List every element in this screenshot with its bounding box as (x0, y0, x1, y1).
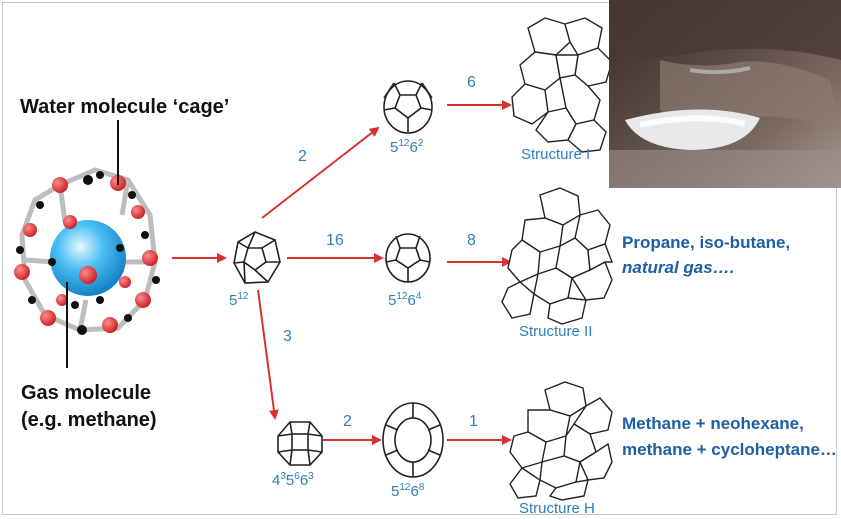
gas-label-line2: (e.g. methane) (21, 409, 157, 432)
structure-2-note-line1: Propane, iso-butane, (622, 233, 790, 253)
structure-h-label: Structure H (519, 500, 595, 517)
arrows (172, 105, 510, 440)
cavity-51264-label: 51264 (388, 291, 421, 309)
structure-h-note-line2: methane + cycloheptane… (622, 440, 837, 460)
cavity-512 (234, 232, 280, 283)
structure-2-framework (502, 188, 612, 324)
cavity-512-label: 512 (229, 291, 248, 309)
structure-h-framework (510, 382, 612, 500)
count-structure-h: 1 (469, 413, 478, 431)
cavity-51262-label: 51262 (390, 138, 423, 156)
structure-2-label: Structure II (519, 323, 592, 340)
hydrate-photo (609, 0, 841, 188)
cavity-51268 (383, 403, 443, 477)
arrow-to-51262 (262, 128, 378, 218)
cavity-435663-label: 435663 (272, 471, 314, 489)
cavity-51264 (386, 234, 430, 282)
gas-label-line1: Gas molecule (21, 382, 151, 405)
arrow-to-435663 (258, 290, 275, 418)
cavity-51262 (384, 81, 432, 133)
methane-sphere (50, 220, 126, 296)
count-to-51264: 16 (326, 232, 344, 250)
count-to-51262: 2 (298, 148, 307, 166)
structure-1-framework (512, 18, 612, 152)
count-to-51268: 2 (343, 413, 352, 431)
cage-label: Water molecule ‘cage’ (20, 96, 229, 119)
structure-2-note-line2: natural gas…. (622, 258, 734, 278)
water-cage-model (14, 170, 160, 335)
count-structure-1: 6 (467, 74, 476, 92)
structure-h-note-line1: Methane + neohexane, (622, 414, 804, 434)
structure-1-label: Structure I (521, 146, 590, 163)
cavity-51268-label: 51268 (391, 482, 424, 500)
count-structure-2: 8 (467, 232, 476, 250)
count-to-435663: 3 (283, 328, 292, 346)
cavity-435663 (278, 422, 322, 465)
